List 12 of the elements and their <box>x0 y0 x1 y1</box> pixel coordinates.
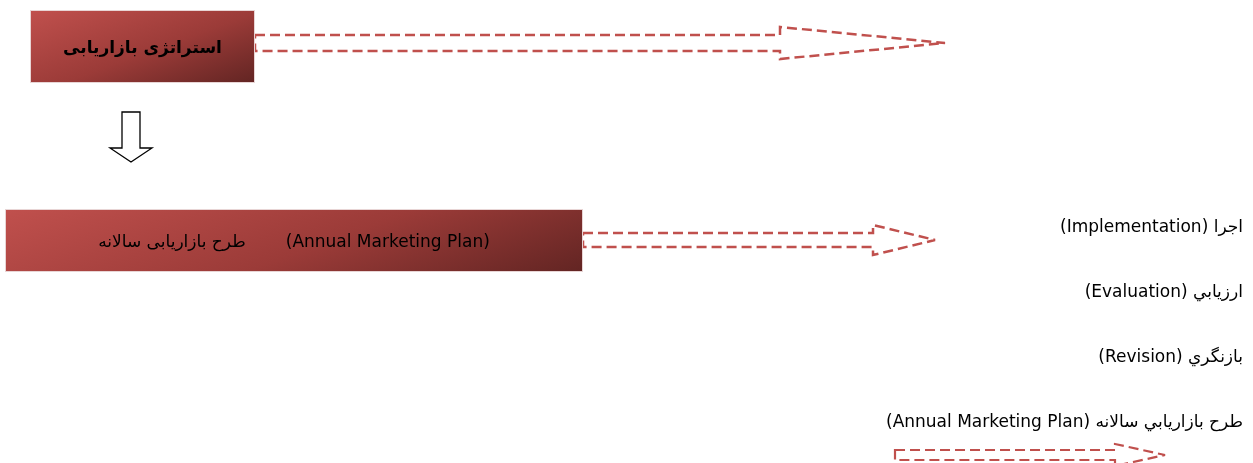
list-item-text: طرح بازاريابي سالانه (Annual Marketing Plan) <box>886 411 1243 431</box>
box-label: استراتژی بازاریابی <box>63 36 222 57</box>
box-label: طرح بازاریابی سالانه <box>98 230 246 251</box>
list-item-text: ارزيابي (Evaluation) <box>1084 281 1243 301</box>
process-box <box>30 10 255 83</box>
list-item-text: بازنگري (Revision) <box>1098 346 1243 366</box>
process-box <box>5 209 583 272</box>
list-item-text: اجرا (Implementation) <box>1060 216 1243 236</box>
box-label: (Annual Marketing Plan) <box>285 230 490 251</box>
block-arrow <box>253 25 947 61</box>
block-arrow <box>107 111 155 163</box>
block-arrow <box>581 223 937 257</box>
